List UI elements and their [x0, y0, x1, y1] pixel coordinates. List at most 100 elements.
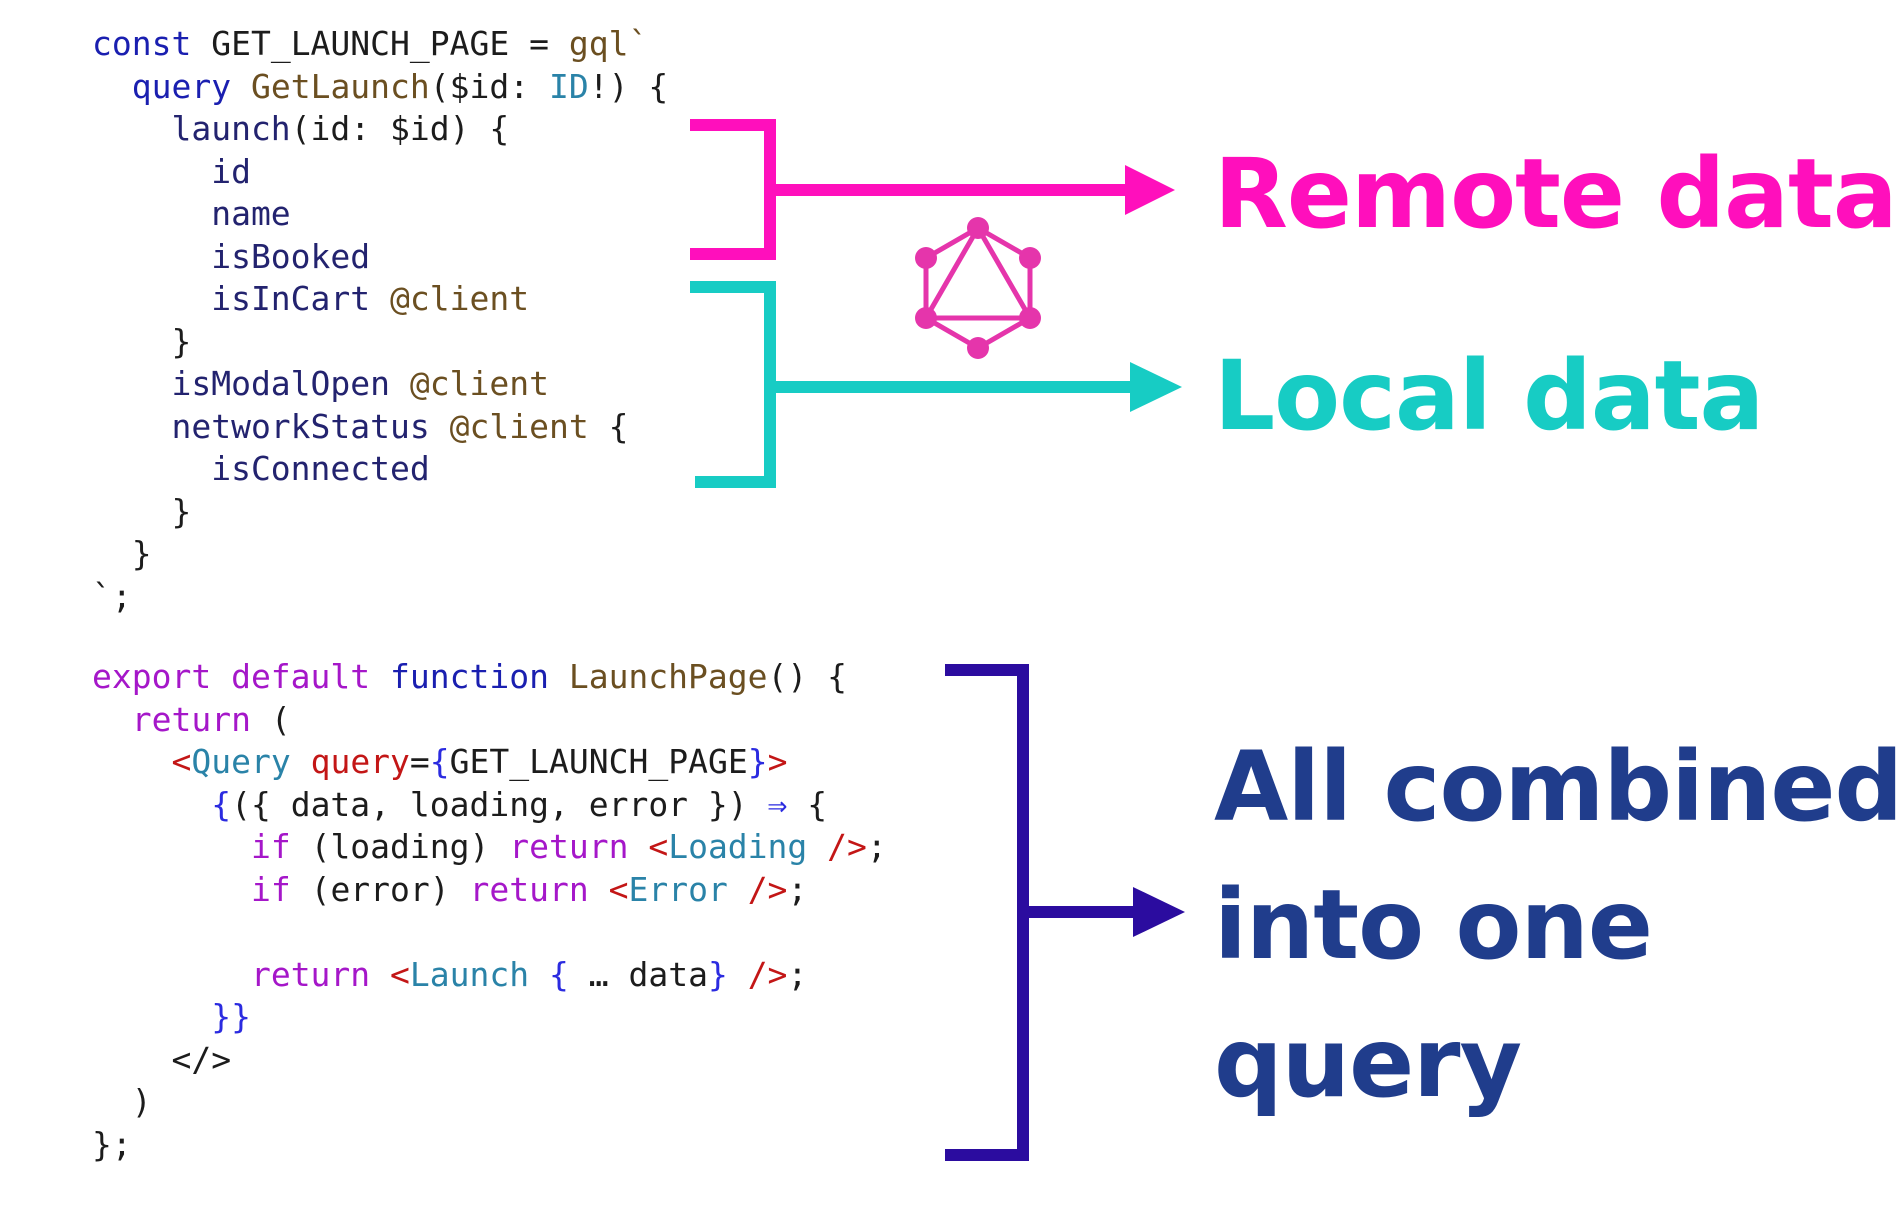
code-token: GetLaunch: [250, 66, 430, 106]
code-line: return (: [92, 699, 887, 742]
code-line: return <Launch { … data} />;: [92, 954, 887, 997]
code-token: isConnected: [92, 449, 430, 488]
code-token: launch: [92, 109, 291, 148]
remote-arrow-head: [1125, 165, 1175, 215]
code-line: }: [92, 321, 668, 364]
code-token: (loading): [290, 827, 510, 866]
code-token: @client: [390, 279, 530, 318]
combined-query-label: All combined into one query: [1214, 718, 1900, 1132]
code-line: }}: [92, 996, 887, 1039]
code-line: }: [92, 491, 668, 534]
code-token: (id: $id) {: [290, 109, 510, 148]
code-line: };: [92, 1124, 887, 1167]
remote-bracket: [690, 119, 1130, 260]
code-line: launch(id: $id) {: [92, 108, 668, 151]
graphql-logo-icon: [915, 217, 1041, 359]
code-token: if: [250, 827, 291, 866]
code-token: <: [648, 827, 669, 866]
combined-label-line: All combined: [1214, 731, 1900, 843]
local-data-label: Local data: [1214, 340, 1764, 452]
code-token: @client: [409, 364, 549, 403]
code-token: {: [787, 784, 828, 824]
code-token: ($id:: [429, 66, 549, 106]
code-token: @client: [449, 406, 589, 446]
code-line: if (loading) return <Loading />;: [92, 826, 887, 869]
code-token: query: [310, 742, 410, 781]
code-token: name: [92, 194, 291, 233]
code-token: />: [827, 827, 867, 866]
remote-data-label: Remote data: [1214, 138, 1898, 250]
code-token: {: [588, 406, 629, 446]
code-token: }: [747, 742, 768, 781]
combined-bracket-line: [945, 664, 1029, 1161]
combined-arrow-head: [1133, 887, 1185, 937]
code-token: Query: [191, 742, 311, 781]
code-line: name: [92, 193, 668, 236]
code-token: {: [211, 784, 232, 824]
code-token: (error): [290, 869, 470, 909]
code-token: ;: [787, 869, 808, 909]
code-token: ⇒: [767, 784, 788, 824]
code-token: </>: [92, 1039, 232, 1079]
combined-bracket: [945, 664, 1138, 1161]
code-token: };: [92, 1124, 132, 1164]
code-token: <: [390, 954, 410, 994]
local-arrow-head: [1130, 362, 1182, 412]
code-token: {: [548, 954, 569, 994]
code-token: export default: [92, 657, 391, 696]
code-token: return: [250, 954, 391, 994]
code-token: () {: [767, 657, 847, 696]
code-token: Loading: [668, 827, 828, 866]
remote-bracket-line: [690, 119, 776, 260]
code-token: }: [92, 321, 192, 361]
code-token: ID: [549, 66, 589, 106]
code-token: }: [92, 491, 192, 531]
code-token: `;: [92, 576, 132, 616]
code-token: />: [747, 869, 788, 909]
code-line: isConnected: [92, 448, 668, 491]
code-token: >: [767, 742, 788, 781]
code-line: `;: [92, 576, 668, 619]
react-component-code: export default function LaunchPage() { r…: [92, 656, 887, 1166]
code-token: … data: [568, 954, 708, 994]
code-token: id: [92, 151, 251, 191]
code-token: {: [429, 742, 450, 781]
code-token: ;: [866, 827, 887, 866]
code-token: const: [92, 24, 212, 63]
code-line: isInCart @client: [92, 278, 668, 321]
code-token: return: [131, 699, 251, 739]
code-token: }: [707, 954, 728, 994]
code-token: />: [747, 954, 788, 994]
code-token: Launch: [409, 954, 549, 994]
code-token: !) {: [588, 66, 669, 106]
code-token: GET_LAUNCH_PAGE: [449, 742, 748, 781]
code-token: query: [131, 66, 251, 106]
code-line: networkStatus @client {: [92, 406, 668, 449]
code-line: query GetLaunch($id: ID!) {: [92, 66, 668, 109]
combined-label-line: query: [1214, 1007, 1522, 1119]
code-token: if: [250, 869, 291, 909]
code-token: <: [171, 742, 192, 781]
code-line: const GET_LAUNCH_PAGE = gql`: [92, 23, 668, 66]
code-token: LaunchPage: [568, 657, 768, 696]
code-token: =: [409, 742, 430, 781]
code-token: isModalOpen: [92, 364, 410, 403]
code-token: return: [509, 827, 649, 866]
code-line: }: [92, 533, 668, 576]
code-token: }: [92, 534, 152, 573]
code-line: id: [92, 151, 668, 194]
graphql-query-code: const GET_LAUNCH_PAGE = gql` query GetLa…: [92, 23, 668, 618]
code-token: <: [608, 869, 629, 909]
code-token: Error: [628, 869, 748, 909]
code-token: }}: [211, 997, 251, 1036]
code-token: networkStatus: [92, 406, 450, 446]
code-line: </>: [92, 1039, 887, 1082]
local-bracket: [690, 281, 1135, 488]
local-bracket-line: [690, 281, 776, 488]
code-token: isInCart: [92, 279, 391, 318]
code-line: <Query query={GET_LAUNCH_PAGE}>: [92, 741, 887, 784]
code-line: ): [92, 1081, 887, 1124]
code-token: isBooked: [92, 236, 371, 276]
